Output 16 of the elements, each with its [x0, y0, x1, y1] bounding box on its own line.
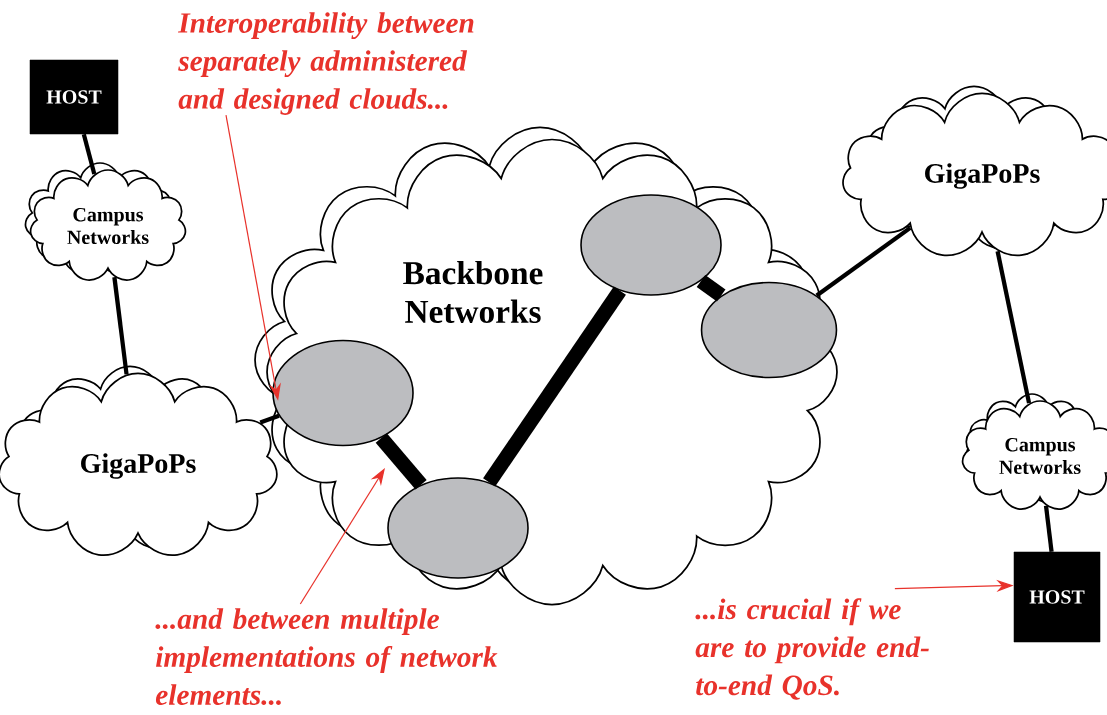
cloud: Campus Networks: [24, 162, 187, 281]
cloud: Campus Networks: [961, 393, 1107, 510]
link-line: [995, 250, 1032, 404]
link-line: [81, 133, 97, 175]
node-label: Campus Networks: [999, 437, 1081, 475]
cloud: GigaPoPs: [0, 365, 278, 556]
callout-text: ...is crucial if we are to provide end-to-end QoS.: [695, 598, 929, 700]
host-box: HOST: [29, 59, 119, 135]
link-line: [815, 226, 912, 298]
callout-text: ...and between multiple implementations of network elements...: [155, 608, 498, 706]
node-label: GigaPoPs: [925, 163, 1040, 189]
host-box: HOST: [1013, 551, 1101, 643]
link-line: [112, 276, 129, 375]
callout-text: Interoperability between separately administered and designed clouds...: [178, 12, 474, 115]
link-line: [1043, 505, 1054, 552]
cloud: GigaPoPs: [842, 85, 1107, 257]
